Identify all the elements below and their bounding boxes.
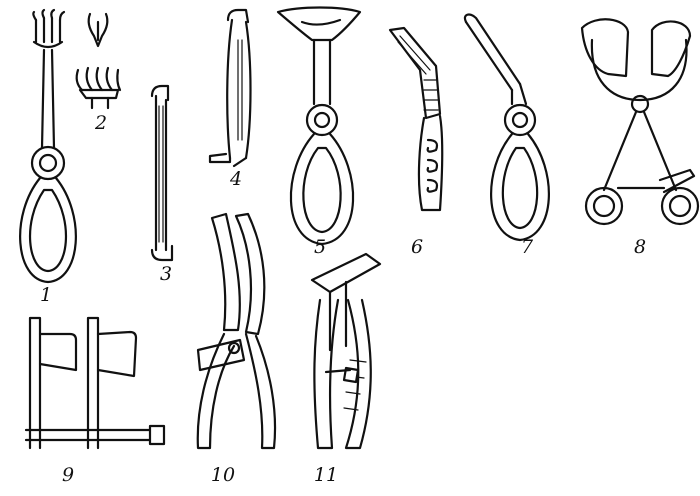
- label-7: 7: [520, 236, 534, 258]
- label-1: 1: [39, 284, 53, 306]
- instrument-7-angled-retractor: [463, 13, 550, 242]
- label-8: 8: [633, 236, 647, 258]
- label-4: 4: [229, 168, 243, 190]
- instrument-2-rake-tips: [75, 12, 122, 110]
- label-3: 3: [159, 263, 173, 285]
- label-10: 10: [210, 464, 236, 486]
- label-9: 9: [61, 464, 75, 486]
- instrument-11-speculum: [310, 252, 382, 450]
- instrument-5-spatula-retractor: [276, 6, 362, 246]
- label-6: 6: [410, 236, 424, 258]
- instrument-6-curved-retractor: [388, 26, 444, 212]
- instrument-8-self-retaining-retractor: [580, 18, 700, 226]
- instrument-1-rake-retractor: [19, 8, 77, 284]
- label-5: 5: [313, 236, 327, 258]
- label-11: 11: [313, 464, 339, 486]
- instrument-4-hook-retractor: [208, 8, 252, 168]
- instrument-3-plate-retractor: [150, 84, 174, 262]
- instrument-10-speculum-pliers: [196, 212, 277, 450]
- instrument-9-frame-retractor: [24, 316, 166, 450]
- label-2: 2: [94, 112, 108, 134]
